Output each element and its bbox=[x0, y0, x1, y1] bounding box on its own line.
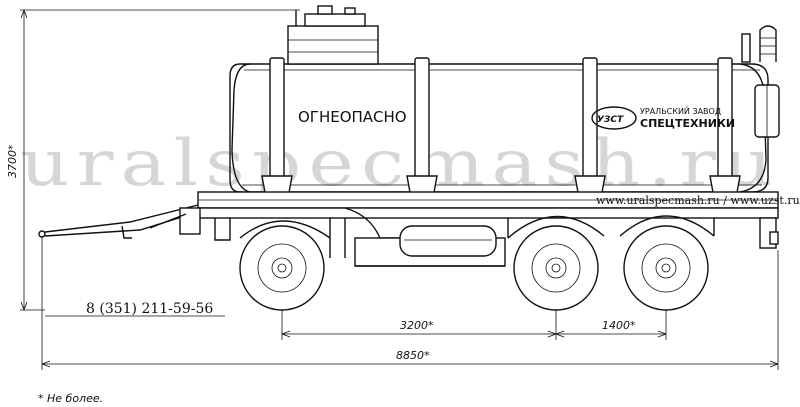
dimension-overall-length: 8850* bbox=[41, 236, 779, 370]
logo-mark: УЗСТ bbox=[597, 115, 624, 125]
dim-wheelbase-label: 3200* bbox=[400, 319, 434, 332]
chassis-frame bbox=[197, 191, 779, 267]
logo-line2: СПЕЦТЕХНИКИ bbox=[640, 117, 735, 130]
rear-ladder bbox=[759, 25, 777, 62]
dimension-height: 3700* bbox=[6, 9, 300, 311]
website-text: www.uralspecmash.ru / www.uzst.ru bbox=[596, 194, 800, 207]
dimension-wheelbase: 3200* 1400* bbox=[281, 310, 667, 340]
wheel-rear-1 bbox=[513, 225, 599, 311]
wheel-rear-2 bbox=[623, 225, 709, 311]
phone-number: 8 (351) 211-59-56 bbox=[86, 301, 213, 317]
tank-label: ОГНЕОПАСНО bbox=[298, 108, 407, 126]
tank bbox=[229, 5, 780, 199]
wheel-front bbox=[239, 225, 325, 311]
watermark: uralspecmash.ru bbox=[20, 127, 780, 201]
dim-axle-spacing-label: 1400* bbox=[602, 319, 636, 332]
footnote: * Не более. bbox=[38, 392, 103, 405]
manufacturer-logo: УЗСТ УРАЛЬСКИЙ ЗАВОД СПЕЦТЕХНИКИ bbox=[591, 105, 735, 130]
dim-height-label: 3700* bbox=[6, 144, 19, 178]
top-hatch bbox=[287, 5, 379, 65]
logo-line1: УРАЛЬСКИЙ ЗАВОД bbox=[640, 105, 721, 116]
drawbar bbox=[38, 204, 201, 239]
dim-length-label: 8850* bbox=[396, 349, 430, 362]
